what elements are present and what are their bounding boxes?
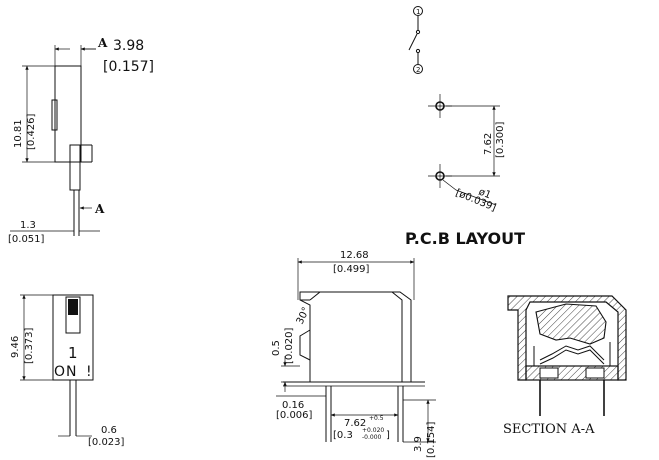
top-view-standoff-label-in: [0.006] [276, 410, 313, 421]
schematic-pin-2-label: 2 [416, 66, 420, 74]
front-view-height-label-in: [0.373] [24, 327, 35, 364]
top-view-lever [299, 329, 311, 361]
switch-schematic: 1 2 [408, 6, 423, 74]
front-view-body [52, 294, 94, 381]
side-view-body [54, 65, 82, 163]
side-view-pin [69, 144, 81, 191]
side-view: A 3.98 [0.157] 10.81 [0.426] A 1.3 [0.05… [8, 36, 154, 245]
pcb-pitch-label: 7.62 [483, 133, 494, 155]
side-view-section-marker-bottom: A [94, 202, 105, 216]
top-view-pin-length-label: 3.9 [413, 436, 424, 452]
top-view-pitch-label-in: [0.3 [333, 430, 353, 441]
top-view: 12.68 [0.499] 30° 0.5 [0.020] 0.16 [0.00… [271, 250, 437, 458]
top-view-standoff-label: 0.16 [282, 400, 304, 411]
side-view-height-label: 10.81 [13, 119, 24, 148]
section-shell [507, 295, 627, 381]
section-spring [539, 345, 605, 361]
pcb-pitch-label-in: [0.300] [495, 121, 506, 158]
top-view-pitch-tol-in-lower: -0.000 [362, 434, 382, 441]
top-view-pitch-tol: +0.5 [369, 415, 384, 422]
section-rocker [535, 303, 607, 345]
section-view-label: SECTION A-A [503, 422, 595, 437]
top-view-body [299, 291, 412, 383]
side-view-actuator [51, 99, 58, 131]
front-view-number-marking: 1 [68, 344, 78, 362]
pcb-layout: 7.62 [0.300] ø1 [ø0.039] P.C.B LAYOUT [405, 94, 525, 248]
side-view-height-label-in: [0.426] [26, 113, 37, 150]
schematic-switch-lever [408, 33, 418, 51]
top-view-left-label: 0.5 [271, 340, 282, 356]
pcb-hole-label: ø1 [477, 187, 493, 202]
side-view-pin-label-in: [0.051] [8, 234, 45, 245]
top-view-pitch-tol-in-upper: +0.020 [362, 427, 384, 434]
pcb-layout-title: P.C.B LAYOUT [405, 229, 525, 248]
front-view-actuator [65, 296, 81, 334]
front-view-height-label: 9.46 [10, 336, 21, 358]
top-view-pitch-label: 7.62 [344, 418, 366, 429]
section-view: SECTION A-A [503, 295, 627, 437]
top-view-width-label: 12.68 [340, 250, 369, 261]
schematic-pin-1-terminal [413, 6, 423, 16]
top-view-width-label-in: [0.499] [333, 264, 370, 275]
side-view-section-marker-top: A [97, 36, 108, 50]
side-view-width-label: 3.98 [113, 38, 144, 54]
front-view-on-arrow: ! [86, 364, 92, 380]
side-view-pin-label: 1.3 [20, 220, 36, 231]
front-view-pin-label-in: [0.023] [88, 437, 125, 448]
front-view: 1 ON ! 9.46 [0.373] 0.6 [0.023] [10, 294, 125, 448]
front-view-pin-label: 0.6 [101, 425, 117, 436]
top-view-pin-length-label-in: [0.154] [426, 421, 437, 458]
top-view-pitch-label-in-close: ] [386, 430, 390, 441]
front-view-on-marking: ON [54, 364, 78, 380]
side-view-width-label-in: [0.157] [103, 59, 154, 75]
schematic-pin-1-label: 1 [416, 8, 420, 16]
top-view-left-label-in: [0.020] [284, 327, 295, 364]
schematic-pin-2-terminal [413, 64, 423, 74]
